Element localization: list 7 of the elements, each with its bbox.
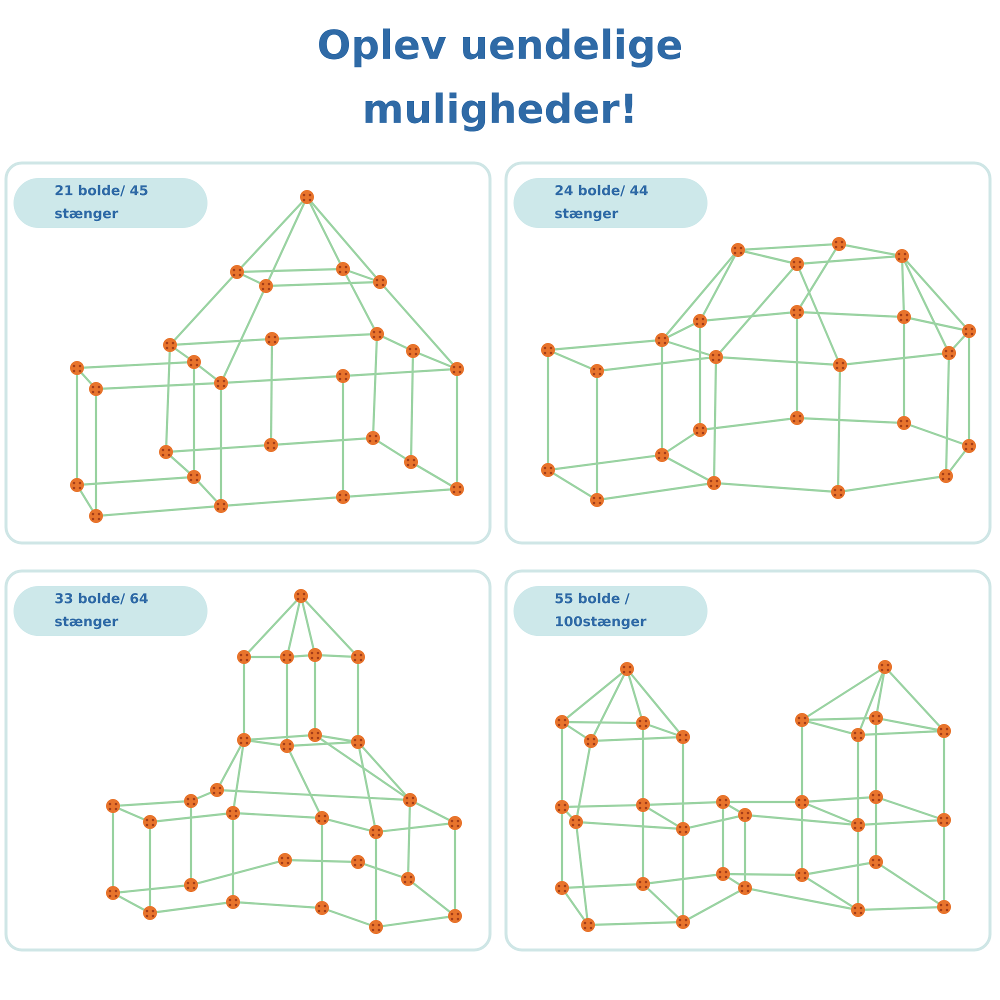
panel-card	[4, 570, 492, 952]
label-pill: 24 bolde/ 44 stænger	[514, 178, 708, 228]
panel-card	[4, 162, 492, 544]
title: Oplev uendelige muligheder!	[319, 28, 682, 132]
label-pill: 55 bolde / 100stænger	[514, 586, 708, 636]
label-pill: 21 bolde/ 45 stænger	[14, 178, 208, 228]
label-pill: 33 bolde/ 64 stænger	[14, 586, 208, 636]
